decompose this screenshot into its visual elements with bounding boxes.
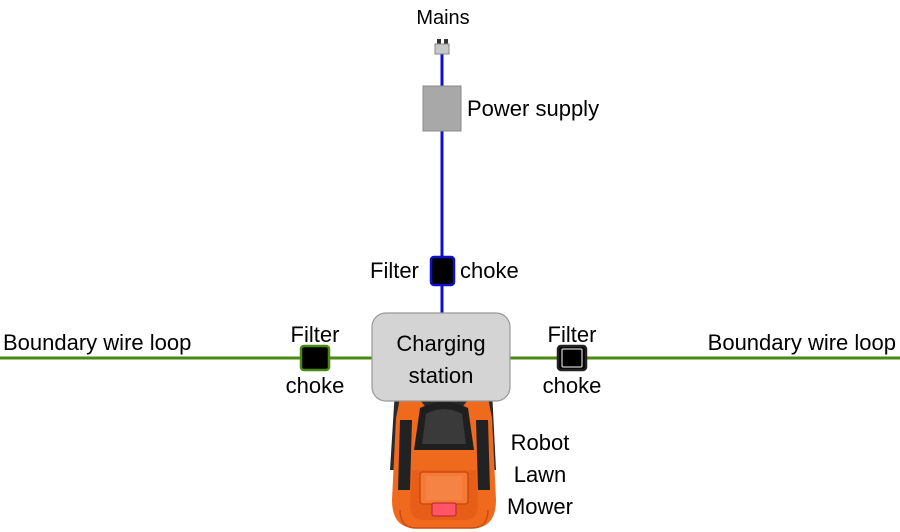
boundary-loop-right-label: Boundary wire loop	[708, 330, 896, 355]
filter-choke-left	[299, 344, 331, 372]
choke-right-label: choke	[543, 373, 602, 398]
filter-right-label: Filter	[548, 322, 597, 347]
filter-choke-top	[429, 255, 456, 287]
mains-plug-icon	[434, 39, 450, 55]
choke-left-label: choke	[286, 373, 345, 398]
robot-label-line2: Lawn	[514, 462, 567, 487]
choke-top-label: choke	[460, 258, 519, 283]
filter-top-label: Filter	[370, 258, 419, 283]
robot-label-line3: Mower	[507, 494, 573, 519]
charging-station-label-line1: Charging	[396, 331, 485, 356]
charging-station-label-line2: station	[409, 363, 474, 388]
boundary-loop-left-label: Boundary wire loop	[3, 330, 191, 355]
power-supply-box	[422, 85, 462, 132]
robot-mower-icon	[390, 390, 496, 529]
filter-left-label: Filter	[291, 322, 340, 347]
robot-label-line1: Robot	[511, 430, 570, 455]
power-supply-label: Power supply	[467, 96, 599, 121]
charging-station-box	[371, 312, 511, 402]
mains-label: Mains	[416, 7, 469, 29]
